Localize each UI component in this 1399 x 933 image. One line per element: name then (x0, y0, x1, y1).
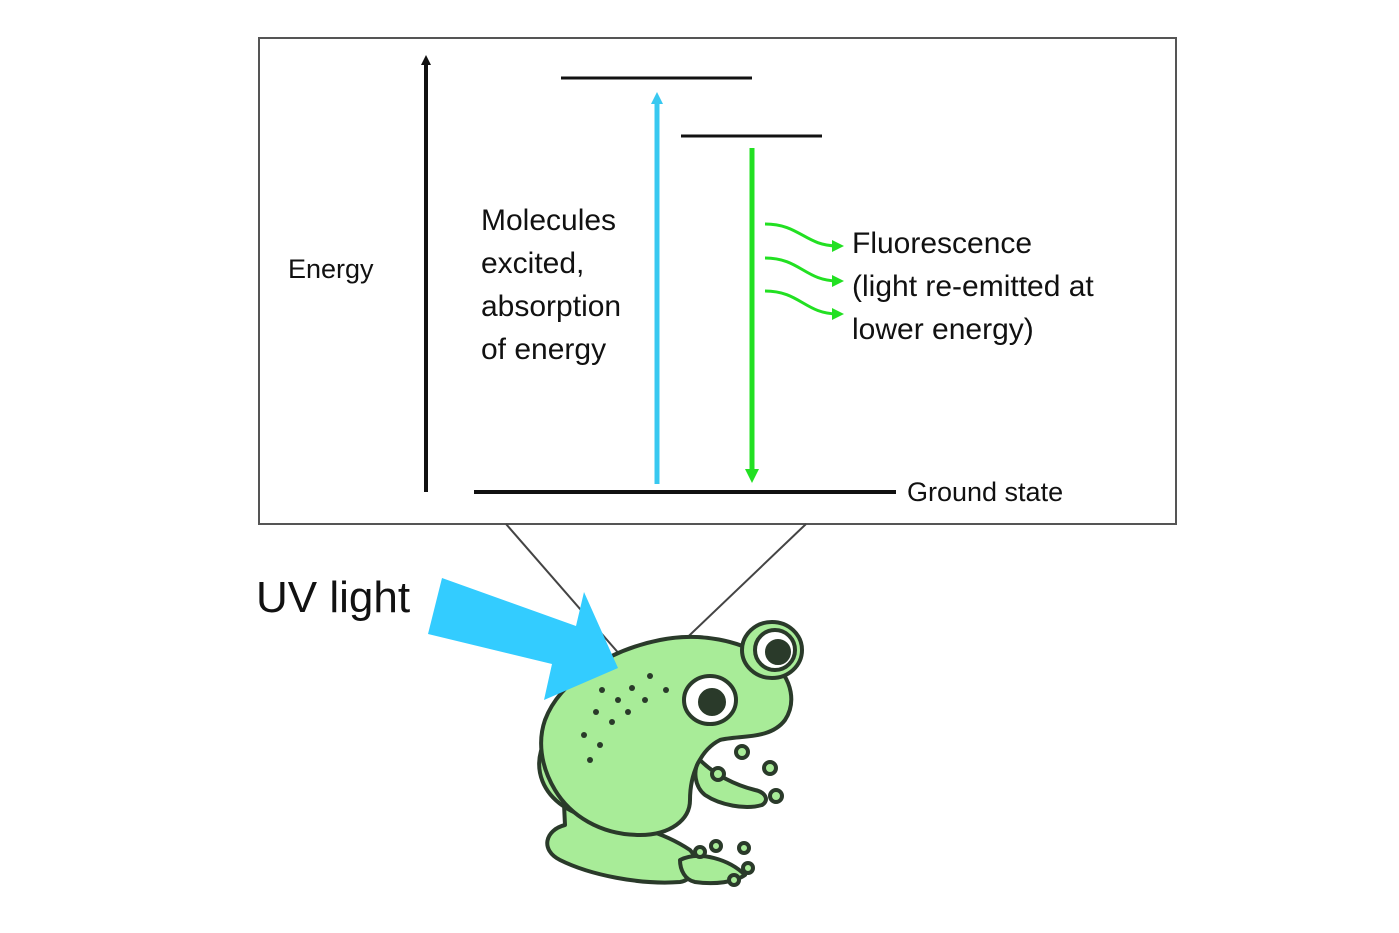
fluorescence-wave-arrow-2 (764, 256, 844, 287)
fluorescence-wave-arrow-3 (764, 289, 844, 320)
ground-state-label: Ground state (907, 477, 1063, 507)
fluorescence-label: Fluorescence (light re-emitted at lower … (852, 227, 1102, 346)
energy-diagram-box (258, 37, 1177, 525)
frog-skin-dots (581, 673, 669, 763)
fluorescence-wave-arrow-1 (764, 222, 844, 252)
uv-light-label: UV light (256, 573, 410, 622)
uv-light-arrow (428, 578, 618, 700)
zoom-connector-left (505, 523, 629, 665)
energy-label: Energy (288, 254, 374, 284)
absorption-label: Molecules excited, absorption of energy (481, 204, 629, 366)
frog-illustration (537, 620, 804, 887)
zoom-connector-right (671, 523, 807, 653)
